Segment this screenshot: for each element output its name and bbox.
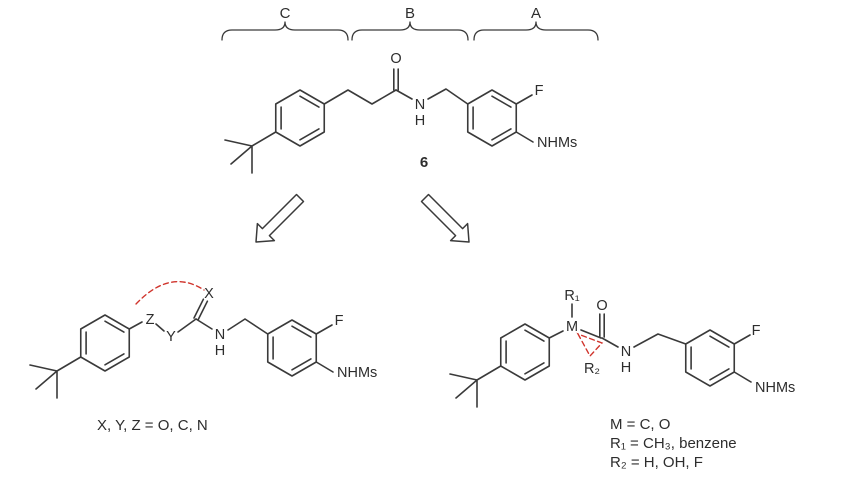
ring-closure-hint-arc (135, 280, 205, 305)
r2-label: R₂ (584, 361, 600, 377)
linker-variant-caption: X, Y, Z = O, C, N (97, 417, 208, 434)
aniline-ring-double-bonds (472, 95, 512, 141)
aniline-ring (266, 319, 318, 377)
brace-a-label: A (531, 5, 541, 22)
benzylic-bonds (427, 88, 469, 105)
fluorine-bond (733, 334, 751, 345)
brace-b (351, 21, 469, 41)
nhms-label: NHMs (537, 135, 577, 151)
z-y-bond (155, 323, 165, 332)
ring-m-bond (548, 330, 564, 339)
retro-arrow-right (420, 193, 470, 243)
m-c-bond (580, 329, 602, 339)
alpha-variant-caption-r1: R₁ = CH₃, benzene (610, 435, 737, 452)
alpha-variant-caption-r2: R₂ = H, OH, F (610, 454, 703, 471)
amide-hydrogen-label: H (415, 113, 425, 129)
brace-b-label: B (405, 5, 415, 22)
carbonyl-double-bond (599, 313, 605, 338)
amide-nitrogen-label: N (621, 344, 631, 360)
compound-number: 6 (420, 154, 428, 171)
m-atom-label: M (566, 319, 578, 335)
c-nitrogen-bond (195, 318, 213, 330)
brace-a (473, 21, 599, 41)
alpha-variant-caption-m: M = C, O (610, 416, 670, 433)
tbu-phenyl-ring (499, 323, 551, 381)
aniline-ring (684, 329, 736, 387)
compound-6-structure: O N H F NHMs 6 (224, 51, 577, 174)
benzylic-bonds (633, 333, 687, 348)
y-c-bond (177, 318, 197, 333)
linker-variant-structure: Z Y X N H F NHMs X, Y, Z = O, C, N (29, 280, 377, 434)
retro-arrow-left (255, 193, 305, 243)
nhms-bond (733, 371, 752, 383)
nhms-bond (315, 361, 334, 373)
y-atom-label: Y (166, 329, 176, 345)
substitution-triangle-hint (576, 332, 604, 358)
tbu-phenyl-ring (274, 89, 326, 147)
design-arrows (255, 193, 470, 243)
amide-nitrogen-label: N (415, 97, 425, 113)
tbu-phenyl-ring-double-bonds (280, 95, 320, 141)
alpha-variant-structure: M R₁ O R₂ N H F NHMs M = C, O R₁ = CH₃, … (449, 288, 795, 471)
fluorine-bond (515, 94, 533, 105)
fragment-braces: C B A (221, 5, 599, 41)
nhms-label: NHMs (755, 380, 795, 396)
r1-label: R₁ (564, 288, 579, 304)
fluorine-label: F (752, 323, 761, 339)
tbu-phenyl-ring (79, 314, 131, 372)
c-nitrogen-bond (601, 337, 619, 348)
z-atom-label: Z (146, 312, 155, 328)
nhms-label: NHMs (337, 365, 377, 381)
carbonyl-oxygen-label: O (596, 298, 607, 314)
carbonyl-nitrogen-bond (395, 89, 413, 100)
fluorine-label: F (335, 313, 344, 329)
fluorine-bond (315, 324, 333, 335)
aniline-ring-double-bonds (690, 335, 730, 381)
amide-nitrogen-label: N (215, 327, 225, 343)
ring-z-bond (128, 321, 143, 330)
aniline-ring (466, 89, 518, 147)
benzylic-bonds (227, 318, 269, 335)
nhms-bond (515, 131, 534, 143)
carbonyl-double-bond (393, 68, 399, 91)
brace-c (221, 21, 349, 41)
propanamide-chain (323, 89, 397, 105)
tert-butyl-group (29, 356, 82, 399)
amide-hydrogen-label: H (621, 360, 631, 376)
carbonyl-oxygen-label: O (390, 51, 401, 67)
amide-hydrogen-label: H (215, 343, 225, 359)
tbu-phenyl-ring-double-bonds (505, 329, 545, 375)
c-x-double-bond (193, 298, 209, 321)
tert-butyl-group (449, 365, 502, 408)
brace-c-label: C (280, 5, 291, 22)
x-atom-label: X (204, 286, 214, 302)
tbu-phenyl-ring-double-bonds (85, 320, 125, 366)
aniline-ring-double-bonds (272, 325, 312, 371)
tert-butyl-group (224, 131, 277, 174)
fluorine-label: F (535, 83, 544, 99)
